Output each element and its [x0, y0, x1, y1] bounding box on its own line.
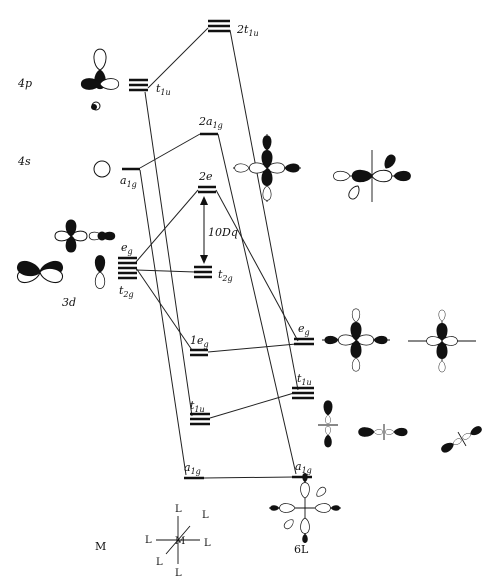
- corr-2t1u-to-ligand-t1u: [229, 29, 299, 391]
- corr-1eg-to-ligand-eg: [207, 343, 297, 353]
- label-ligand-eg: eg: [298, 322, 310, 337]
- orbital-a1g-ligand-cross: [269, 473, 341, 543]
- label-2e: 2e: [198, 170, 213, 183]
- complex-orbitals: [233, 134, 484, 543]
- p-orbital-small: [91, 101, 101, 111]
- sketch-metal: M: [175, 536, 185, 547]
- label-ligand-t1u: t1u: [297, 372, 312, 387]
- level-metal-t1u: [129, 78, 148, 92]
- label-t2g-center: t2g: [218, 268, 233, 283]
- corr-t1u-to-2t1u: [147, 27, 209, 89]
- d-orbital-dxz: [88, 231, 116, 241]
- label-bond-a1g: a1g: [184, 461, 201, 476]
- corr-eg-to-2e: [135, 189, 199, 263]
- label-metal-eg: eg: [121, 241, 133, 256]
- level-1eg: [190, 348, 208, 357]
- label-bond-t1u: t1u: [190, 399, 205, 414]
- orbital-t1u-diagonal: [439, 424, 484, 455]
- label-3d: 3d: [62, 296, 76, 309]
- d-orbital-dz2: [94, 255, 106, 289]
- label-metal-t2g: t2g: [119, 284, 134, 299]
- level-ligand-t1u: [292, 386, 314, 400]
- corr-eg-to-1eg: [135, 267, 193, 351]
- metal-orbitals: [15, 48, 120, 289]
- sketch-ligand-bottom: L: [175, 568, 182, 579]
- corr-bond-a1g-to-ligand-a1g: [203, 476, 295, 479]
- label-10dq: 10Dq: [208, 226, 238, 239]
- label-metal-a1g: a1g: [120, 174, 137, 189]
- sketch-ligand-back: L: [202, 510, 209, 521]
- corr-t1u-to-bond-t1u: [144, 91, 193, 417]
- orbital-eg-cross-right: [408, 309, 476, 373]
- orbital-t1u-horizontal: [358, 424, 408, 440]
- corr-a1g-to-bond-a1g: [139, 169, 187, 476]
- sketch-ligand-left: L: [145, 535, 152, 546]
- level-bond-t1u: [190, 412, 210, 426]
- orbital-eg-cross: [322, 308, 390, 372]
- splitting-arrow: [200, 196, 208, 264]
- orbital-t1u-vertical: [318, 400, 338, 448]
- level-ligand-eg: [294, 337, 314, 346]
- level-metal-3d: [118, 256, 137, 280]
- label-4s: 4s: [17, 155, 31, 168]
- sketch-ligand-top: L: [175, 504, 182, 515]
- orbital-2e-cross: [333, 150, 411, 202]
- sketch-ligand-right: L: [204, 538, 211, 549]
- orbital-2a1g-cross: [233, 134, 301, 202]
- corr-bond-t1u-to-ligand-t1u: [209, 392, 295, 419]
- sketch-ligand-front: L: [156, 557, 163, 568]
- ligand-levels: [292, 337, 314, 479]
- corr-2e-to-ligand-eg: [215, 189, 299, 342]
- label-2t1u: 2t1u: [236, 23, 259, 38]
- label-2a1g: 2a1g: [198, 115, 223, 130]
- correlation-lines: [135, 27, 299, 479]
- p-orbital-4p: [80, 48, 120, 90]
- level-t2g-center: [194, 265, 212, 279]
- labels: 4p 4s 3d M t1u a1g eg t2g 2t1u 2a1g 2e 1…: [17, 23, 312, 556]
- level-2t1u: [208, 19, 230, 33]
- label-1eg: 1eg: [190, 334, 209, 349]
- corr-2a1g-to-ligand-a1g: [217, 133, 297, 475]
- metal-levels: [118, 78, 148, 280]
- label-M: M: [95, 540, 106, 553]
- corr-a1g-to-2a1g: [139, 133, 201, 169]
- label-metal-t1u: t1u: [156, 82, 171, 97]
- label-6L: 6L: [294, 543, 309, 556]
- octahedron-sketch: M L L L L L L: [145, 504, 211, 579]
- label-4p: 4p: [17, 77, 32, 90]
- corr-t2g-to-center-t2g: [135, 269, 196, 273]
- complex-levels: [184, 19, 230, 480]
- level-2e: [198, 185, 216, 194]
- s-orbital-4s: [93, 160, 111, 178]
- d-orbital-dx2y2: [15, 259, 65, 285]
- label-ligand-a1g: a1g: [295, 460, 312, 475]
- d-orbital-dxy: [54, 219, 88, 253]
